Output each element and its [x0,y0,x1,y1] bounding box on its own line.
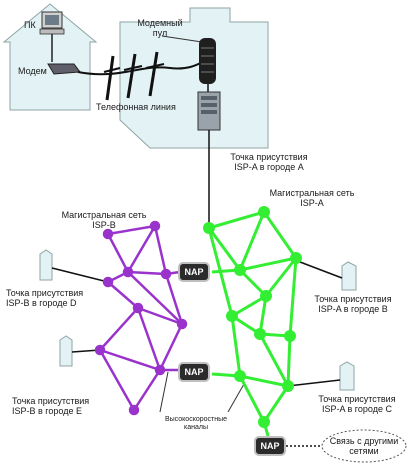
pc-label: ПК [24,20,36,30]
isp-b-backbone-label: Магистральная сеть ISP-B [54,210,154,230]
house-shape [2,3,98,111]
pc-icon [39,11,65,35]
pop-c-icon [339,361,355,391]
pop-a-label-line1: Точка присутствия [230,152,308,162]
highspeed-channels-label: Высокоскоростные каналы [158,416,234,432]
pop-d-icon [39,249,53,281]
nap-box-middle: NAP [178,362,210,382]
isp-a-backbone-label-line1: Магистральная сеть [269,188,355,198]
pop-a-label: Точка присутствия ISP-A в городе A [216,152,322,172]
isp-a-backbone-label-line2: ISP-A [300,198,324,208]
modem-pool-label-line1: Модемный [137,18,183,28]
pop-e-label-line1: Точка присутствия [12,396,90,406]
pop-b-label-line1: Точка присутствия [314,294,392,304]
pop-b-label-line2: ISP-A в городе B [318,304,388,314]
pop-b-icon [341,261,357,291]
modem-label: Модем [18,66,47,76]
highspeed-label-line1: Высокоскоростные [164,416,228,423]
pop-c-label-line1: Точка присутствия [318,394,396,404]
pop-d-label-line2: ISP-B в городе D [6,298,77,308]
pop-e-label-line2: ISP-B в городе E [12,406,82,416]
highspeed-pointer-lines [159,371,245,413]
pop-b-label: Точка присутствия ISP-A в городе B [300,294,406,314]
pop-c-label-line2: ISP-A в городе C [322,404,392,414]
pop-d-label-line1: Точка присутствия [6,288,84,298]
isp-a-network [203,206,302,437]
phone-line-label: Телефонная линия [96,102,176,112]
isp-a-building [119,7,269,149]
modem-pool-label: Модемный пул [128,18,192,38]
other-networks-label-line2: сетями [349,446,379,456]
pop-e-icon [59,335,73,367]
isp-b-backbone-label-line2: ISP-B [92,220,116,230]
modem-icon [47,63,81,75]
other-networks-cloud [321,429,407,463]
server-icon [197,91,221,131]
pop-d-label: Точка присутствия ISP-B в городе D [6,288,83,308]
nap-box-bottom: NAP [254,436,286,456]
phone-line [77,59,207,76]
modem-pool-label-line2: пул [152,28,168,38]
other-networks-label-line1: Связь с другими [329,436,399,446]
isp-b-network [94,220,188,416]
other-networks-label: Связь с другими сетями [324,436,404,456]
modem-pool-icon [199,38,216,84]
nap-box-top: NAP [178,262,210,282]
telephone-poles [103,51,165,101]
pop-a-label-line2: ISP-A в городе A [234,162,304,172]
isp-a-backbone-label: Магистральная сеть ISP-A [262,188,362,208]
pop-c-label: Точка присутствия ISP-A в городе C [304,394,410,414]
highspeed-label-line2: каналы [184,424,208,431]
isp-b-backbone-label-line1: Магистральная сеть [61,210,147,220]
pop-e-label: Точка присутствия ISP-B в городе E [12,396,89,416]
